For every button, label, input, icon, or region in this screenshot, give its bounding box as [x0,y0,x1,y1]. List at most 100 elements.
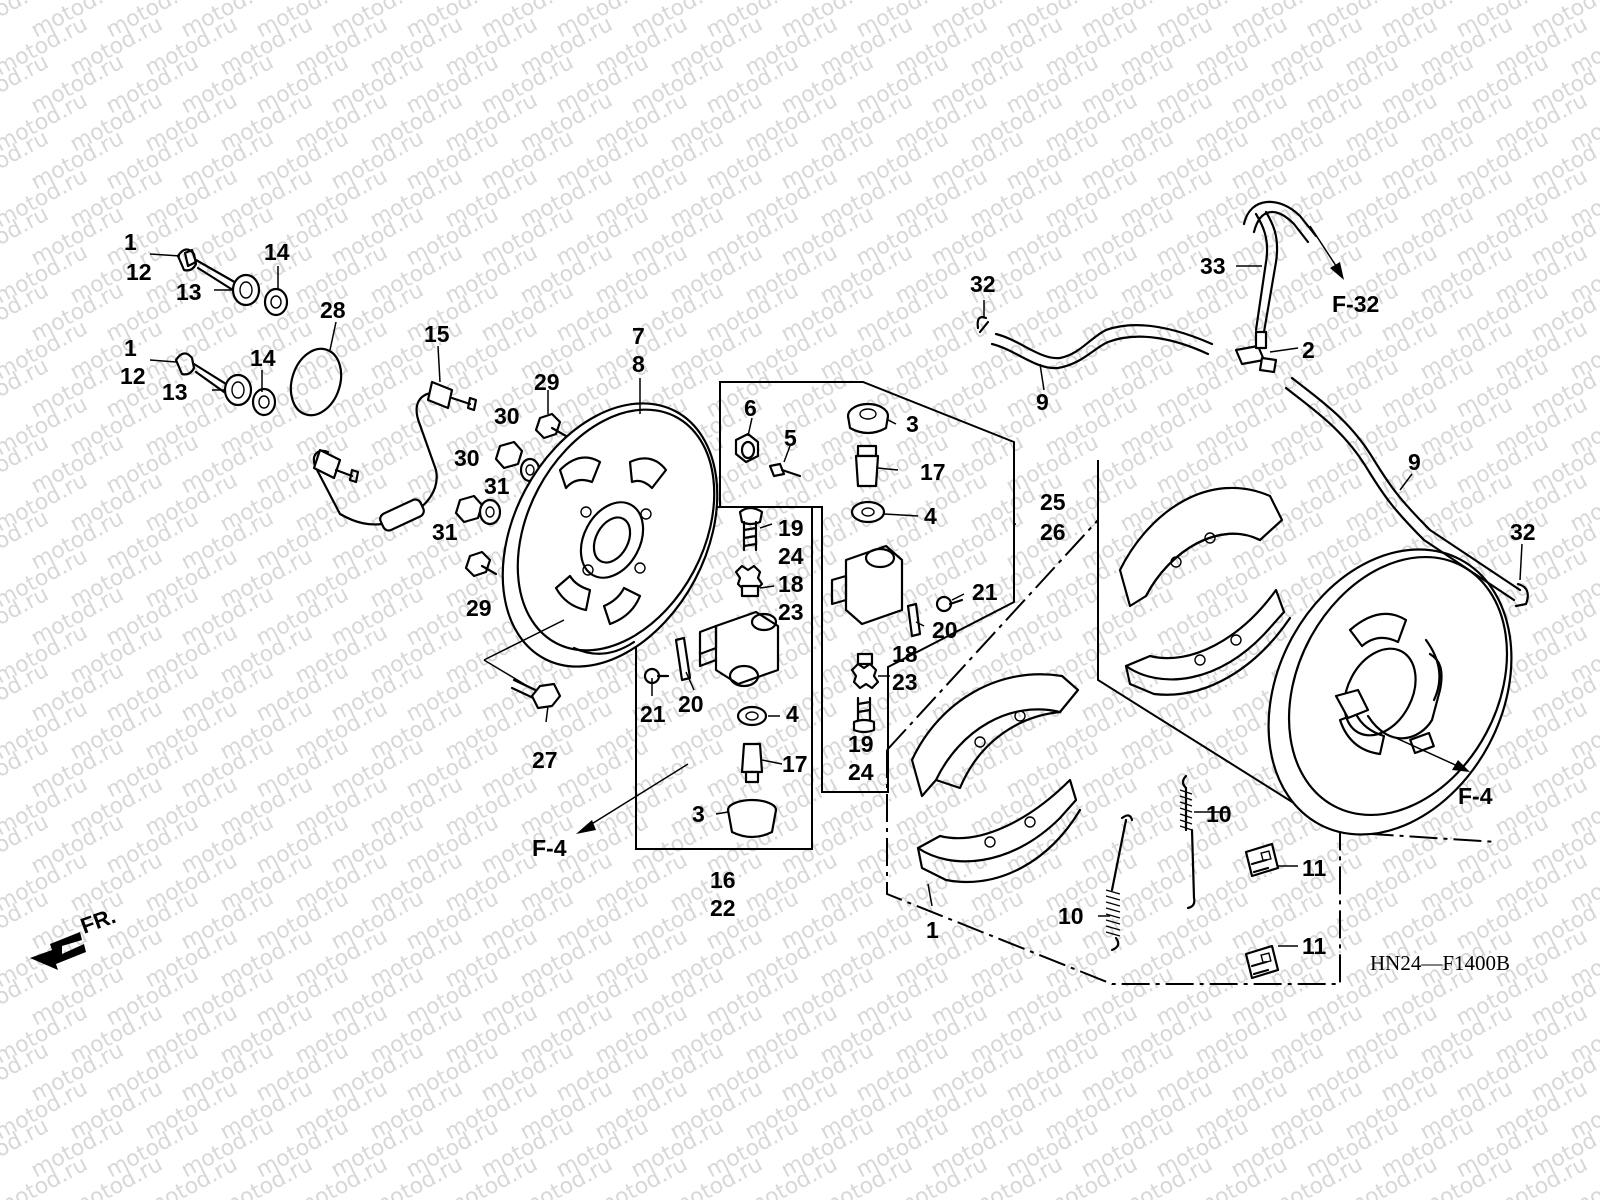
breather-tube-33 [1242,200,1318,334]
callout-30: 30 [494,403,520,429]
callout-4: 4 [786,701,799,727]
brake-shoe-lower-right [1124,588,1292,696]
callout-12: 12 [126,259,152,285]
brake-shoe-set-box [1097,460,1341,833]
callout-20: 20 [932,617,958,643]
panel-leader-left [483,619,565,691]
callout-23: 23 [778,599,804,625]
leader-lines [149,253,1523,947]
ref-arrow-f4-left [576,763,689,834]
callout-4: 4 [924,503,937,529]
cup-4-right [850,500,886,524]
plate-20-left [674,636,692,682]
callout-21: 21 [640,701,666,727]
callout-18: 18 [778,571,804,597]
callout-8: 8 [632,351,645,377]
callout-24: 24 [778,543,804,569]
callout-17: 17 [782,751,808,777]
callout-33: 33 [1200,253,1226,279]
callout-32: 32 [970,271,996,297]
brake-hose-lower [174,352,277,417]
piston-17-right [854,444,880,488]
callout-13: 13 [176,279,202,305]
bleeder-6 [734,432,760,464]
callout-31: 31 [484,473,510,499]
ref-label-f32: F-32 [1332,291,1379,317]
callout-14: 14 [264,239,290,265]
o-ring-28 [289,347,343,417]
brake-shoe-dashed-line [886,519,1099,751]
ref-label-f4-left: F-4 [532,835,567,861]
callout-3: 3 [692,801,705,827]
callout-27: 27 [532,747,558,773]
cup-4-left [736,705,768,727]
plate-20-right [906,602,922,638]
callout-2: 2 [1302,337,1315,363]
front-arrow-icon [30,932,86,970]
screw-21-left [643,667,670,685]
callout-25: 25 [1040,489,1066,515]
bolt-29-upper [534,412,568,440]
callout-18: 18 [892,641,918,667]
callout-31: 31 [432,519,458,545]
callout-15: 15 [424,321,450,347]
callout-6: 6 [744,395,757,421]
adjuster-19-24-lower [852,696,876,734]
callout-24: 24 [848,759,874,785]
brake-shoe-upper-center [910,673,1080,798]
callout-13: 13 [162,379,188,405]
brake-hose-upper [176,248,289,317]
wheel-cylinder-right [830,544,904,626]
callout-numbers: 1 12 13 14 1 12 13 14 28 15 29 30 30 31 … [120,229,1536,959]
brake-shoe-upper-right [1118,486,1284,608]
diagram-code: HN24—F1400B [1370,951,1510,975]
callout-12: 12 [120,363,146,389]
callout-19: 19 [778,515,804,541]
brake-panel-left [501,402,719,668]
callout-1: 1 [926,917,939,943]
callout-5: 5 [784,425,797,451]
callout-21: 21 [972,579,998,605]
spring-10-upper [1179,774,1196,910]
callout-17: 17 [920,459,946,485]
callout-1: 1 [124,229,137,255]
piston-17-left [740,742,764,784]
screw-5 [768,462,802,478]
callout-32: 32 [1510,519,1536,545]
callout-10: 10 [1206,801,1232,827]
wheel-cylinder-left [698,610,780,688]
callout-10: 10 [1058,903,1084,929]
callout-7: 7 [632,323,645,349]
adjuster-wheel-18-23-lower [850,652,880,690]
breather-tube-9-right [1284,376,1529,608]
callout-11: 11 [1302,855,1327,881]
callout-30: 30 [454,445,480,471]
clip-11-lower [1244,944,1280,980]
clip-11-upper [1244,842,1280,878]
nut-30-lower [454,494,502,526]
callout-1: 1 [124,335,137,361]
adjuster-wheel-18-23-upper [734,564,764,598]
adjuster-19-24-upper [738,506,764,552]
screw-21-right [935,595,964,613]
callout-29: 29 [466,595,492,621]
callout-20: 20 [678,691,704,717]
joint-2 [1234,330,1278,374]
callout-16: 16 [710,867,736,893]
wheel-cylinder-box-right [719,381,1015,793]
callout-9: 9 [1036,389,1049,415]
ref-arrow-f32 [1309,225,1344,280]
boot-3-right [846,402,890,435]
boot-3-left [726,798,778,839]
callout-28: 28 [320,297,346,323]
callout-9: 9 [1408,449,1421,475]
callout-23: 23 [892,669,918,695]
callout-29: 29 [534,369,560,395]
brake-pipe-15 [312,380,478,532]
brake-shoe-lower-center [916,778,1082,883]
spring-10-lower [1105,814,1134,952]
callout-11: 11 [1302,933,1327,959]
callout-3: 3 [906,411,919,437]
